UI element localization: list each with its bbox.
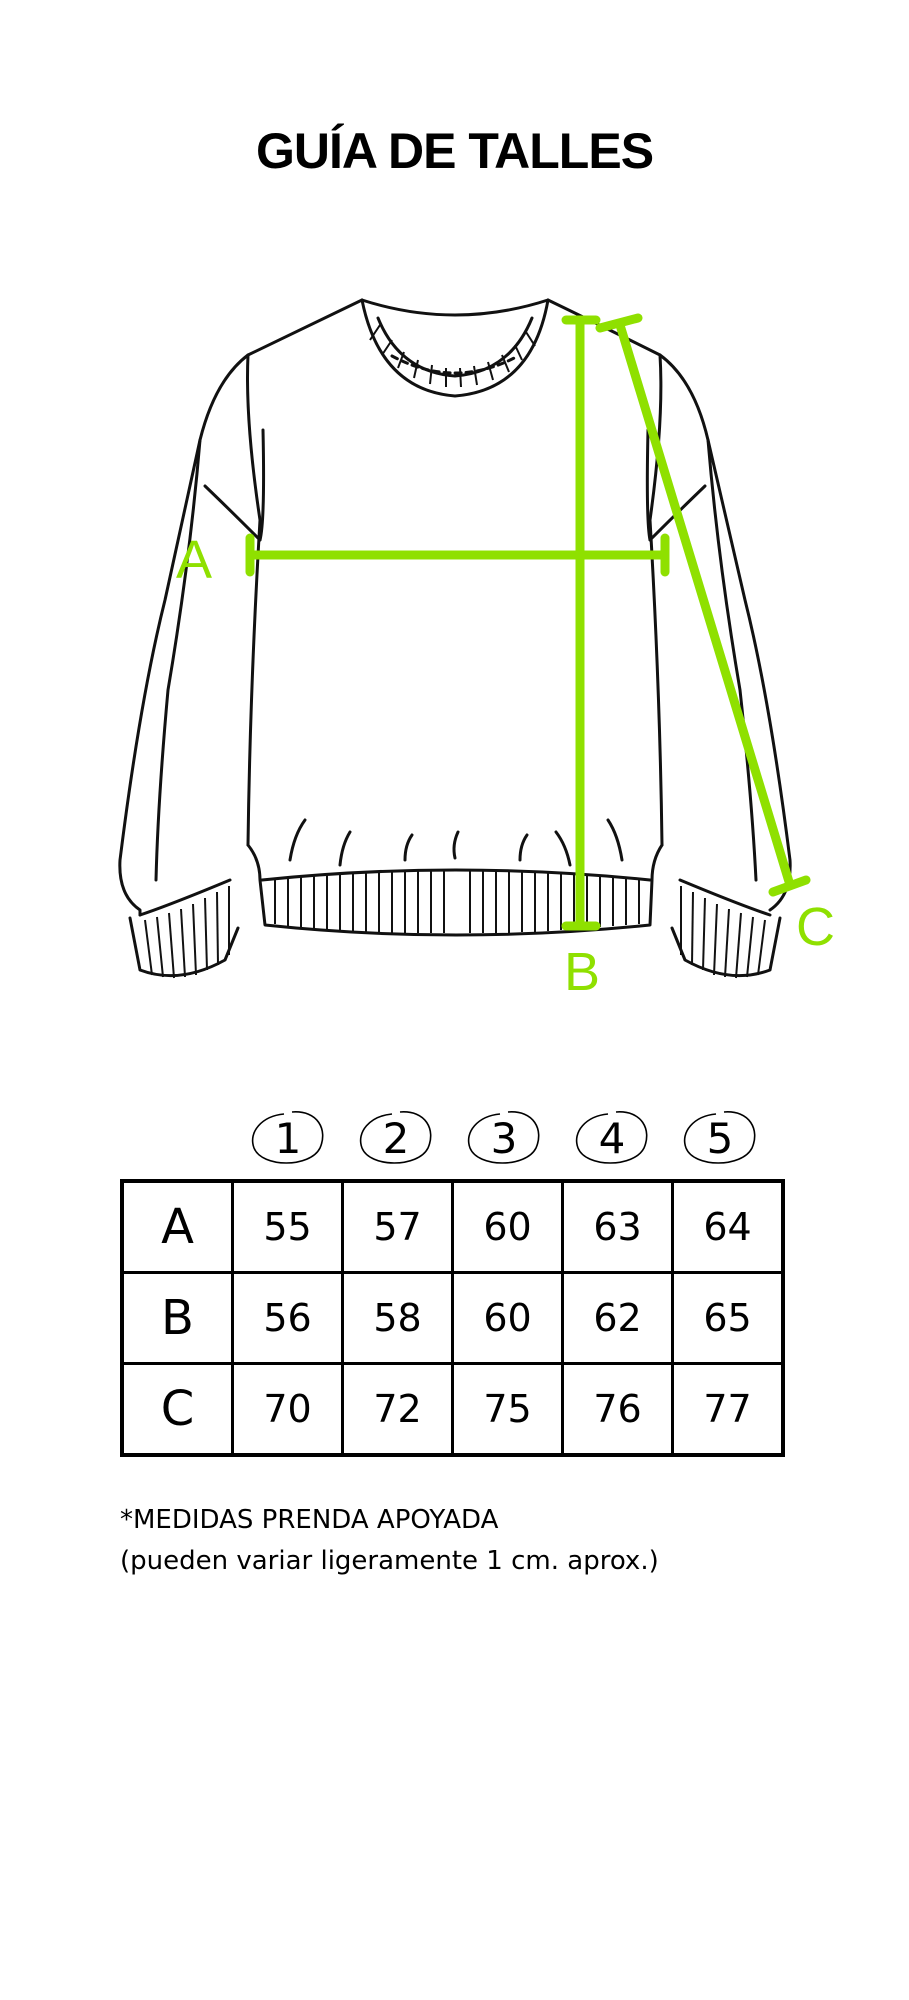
row-label: C [120, 1362, 234, 1457]
size-badge-4: 4 [572, 1108, 652, 1168]
table-cell: 75 [451, 1362, 564, 1457]
size-badge-1: 1 [248, 1108, 328, 1168]
measure-label-a: A [176, 530, 212, 590]
measure-label-b: B [564, 942, 600, 1000]
table-cell: 77 [671, 1362, 785, 1457]
table-cell: 76 [561, 1362, 674, 1457]
table-cell: 56 [231, 1271, 344, 1365]
measure-line-c [595, 313, 811, 897]
size-badge-2: 2 [356, 1108, 436, 1168]
size-header-row: 1 2 3 4 5 [0, 1108, 909, 1178]
table-cell: 70 [231, 1362, 344, 1457]
note-line-2: (pueden variar ligeramente 1 cm. aprox.) [120, 1546, 659, 1576]
hem-ribbing [274, 870, 640, 933]
sweatshirt-illustration [118, 298, 792, 978]
cuff-ribbing [144, 886, 766, 979]
size-table: A 55 57 60 63 64 B 56 58 60 62 65 C 70 7… [120, 1179, 785, 1457]
table-row: C 70 72 75 76 77 [120, 1362, 785, 1457]
table-row: A 55 57 60 63 64 [120, 1179, 785, 1274]
table-cell: 72 [341, 1362, 454, 1457]
measure-label-c: C [796, 897, 835, 957]
page-title: GUÍA DE TALLES [255, 123, 654, 179]
table-cell: 58 [341, 1271, 454, 1365]
table-cell: 60 [451, 1271, 564, 1365]
size-badge-3: 3 [464, 1108, 544, 1168]
table-cell: 65 [671, 1271, 785, 1365]
row-label: B [120, 1271, 234, 1365]
table-cell: 60 [451, 1179, 564, 1274]
table-cell: 63 [561, 1179, 674, 1274]
table-cell: 57 [341, 1179, 454, 1274]
measure-line-b [561, 315, 601, 931]
size-badge-5: 5 [680, 1108, 760, 1168]
table-cell: 62 [561, 1271, 674, 1365]
table-cell: 55 [231, 1179, 344, 1274]
row-label: A [120, 1179, 234, 1274]
table-cell: 64 [671, 1179, 785, 1274]
measurement-note: *MEDIDAS PRENDA APOYADA (pueden variar l… [120, 1500, 659, 1582]
sweatshirt-diagram: A B C [118, 298, 835, 1000]
measure-line-a [245, 533, 670, 577]
table-row: B 56 58 60 62 65 [120, 1271, 785, 1365]
note-line-1: *MEDIDAS PRENDA APOYADA [120, 1505, 499, 1535]
collar-ribbing [369, 324, 536, 388]
